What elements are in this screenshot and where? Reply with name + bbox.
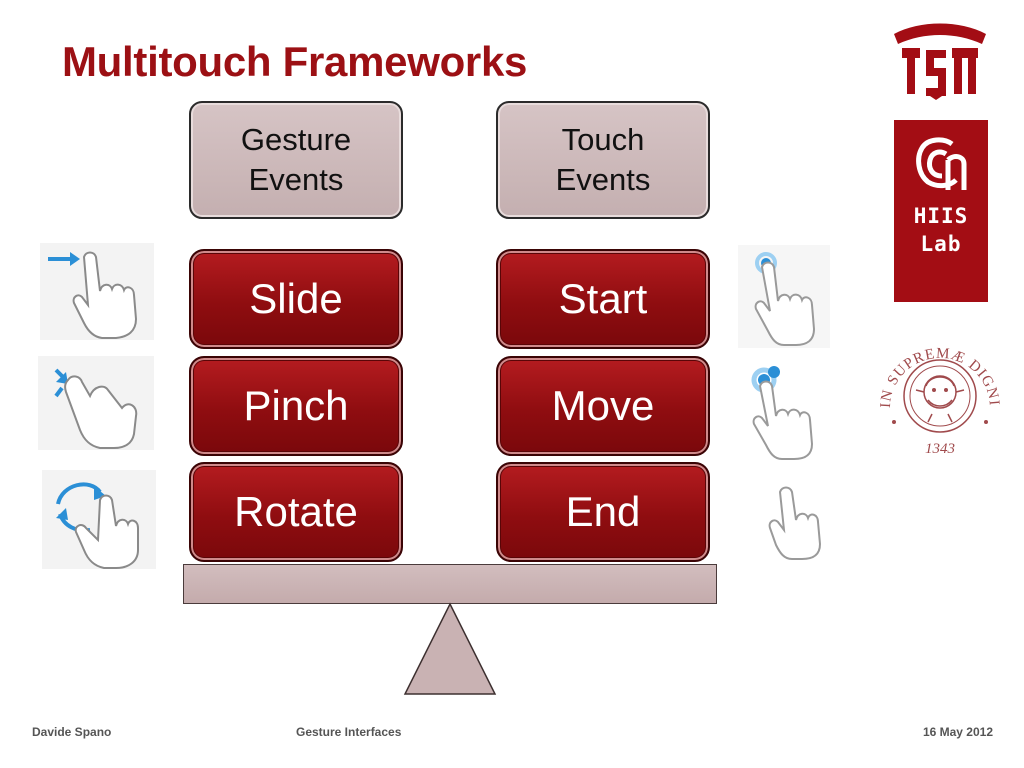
footer-author: Davide Spano (32, 725, 112, 739)
footer-date: 16 May 2012 (922, 725, 993, 739)
touch-event-end: End (496, 462, 710, 562)
gesture-event-rotate: Rotate (189, 462, 403, 562)
rotate-gesture-icon (42, 470, 156, 569)
lab-name-line2: Lab (920, 232, 962, 256)
gesture-event-pinch: Pinch (189, 356, 403, 456)
touch-event-move: Move (496, 356, 710, 456)
touch-move-icon (740, 358, 830, 460)
touch-end-icon (768, 478, 830, 560)
cnr-icon (916, 137, 967, 190)
seal-motto: IN SUPREMÆ DIGNITATIS (872, 330, 1001, 408)
touch-events-header: Touch Events (496, 101, 710, 219)
touch-start-icon (738, 245, 830, 348)
seal-year: 1343 (925, 441, 955, 457)
footer-course: Gesture Interfaces (296, 725, 402, 739)
balance-beam (183, 564, 717, 604)
pinch-gesture-icon (38, 356, 154, 450)
university-seal-logo: IN SUPREMÆ DIGNITATIS 1343 (872, 330, 1002, 457)
svg-text:IN SUPREMÆ DIGNITATIS: IN SUPREMÆ DIGNITATIS (872, 330, 1002, 408)
slide-title: Multitouch Frameworks (62, 38, 528, 85)
istituto-logo (894, 23, 986, 100)
lab-name-line1: HIIS (913, 204, 969, 228)
gesture-event-slide: Slide (189, 249, 403, 349)
fulcrum-triangle (403, 602, 497, 695)
gesture-events-header: Gesture Events (189, 101, 403, 219)
slide-gesture-icon (40, 243, 154, 340)
hiis-lab-logo: HIIS Lab (894, 120, 988, 302)
touch-event-start: Start (496, 249, 710, 349)
